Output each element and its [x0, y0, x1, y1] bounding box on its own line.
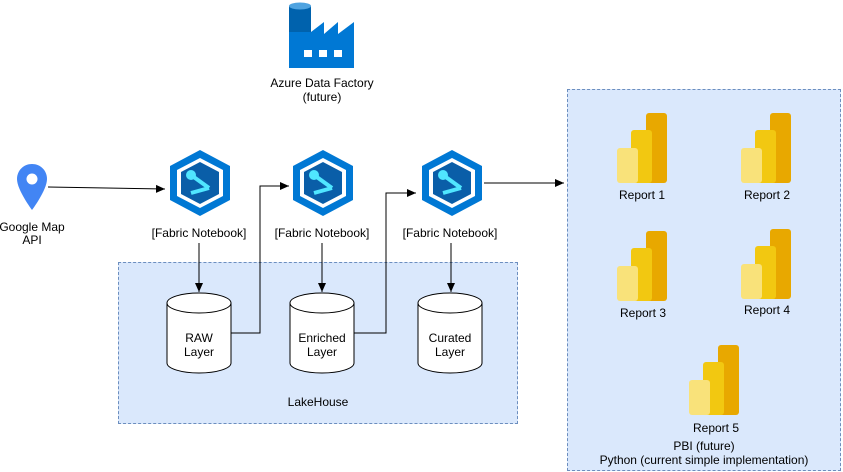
layer-line1: Curated: [428, 331, 472, 345]
layer-line2: Layer: [306, 345, 338, 359]
raw-layer-cylinder: [166, 292, 232, 374]
report-label: Report 3: [619, 306, 667, 320]
data-factory-icon: [289, 2, 354, 68]
lakehouse-label: LakeHouse: [287, 395, 349, 409]
arrow-enriched-to-notebook3: [353, 189, 416, 334]
report-label: Report 4: [743, 303, 791, 317]
notebook-icon: [170, 150, 230, 216]
pbi-title: PBI (future): [673, 439, 735, 453]
powerbi-icon: [689, 345, 739, 415]
powerbi-icon: [617, 231, 667, 301]
powerbi-icon: [617, 113, 667, 183]
factory-title: Azure Data Factory: [270, 76, 374, 90]
report-label: Report 2: [743, 188, 791, 202]
layer-line1: Enriched: [298, 331, 346, 345]
report-label: Report 5: [692, 421, 740, 435]
arrow-raw-to-notebook2: [230, 182, 289, 334]
pbi-subtitle: Python (current simple implementation): [599, 453, 809, 467]
source-line1: Google Map: [0, 220, 65, 234]
notebook-label: [Fabric Notebook]: [402, 226, 498, 240]
layer-line2: Layer: [183, 345, 215, 359]
powerbi-icon: [741, 113, 791, 183]
curated-layer-cylinder: [417, 292, 483, 374]
layer-line1: RAW: [185, 331, 213, 345]
arrow-api-to-notebook1: [47, 184, 166, 193]
notebook-label: [Fabric Notebook]: [151, 226, 247, 240]
powerbi-icon: [741, 229, 791, 299]
notebook-icon: [293, 150, 353, 216]
source-line2: API: [22, 233, 42, 247]
notebook-label: [Fabric Notebook]: [274, 226, 370, 240]
report-label: Report 1: [618, 188, 666, 202]
enriched-layer-cylinder: [289, 292, 355, 374]
factory-note: (future): [302, 90, 342, 104]
map-pin-icon: [17, 164, 47, 210]
layer-line2: Layer: [434, 345, 466, 359]
notebook-icon: [422, 150, 482, 216]
